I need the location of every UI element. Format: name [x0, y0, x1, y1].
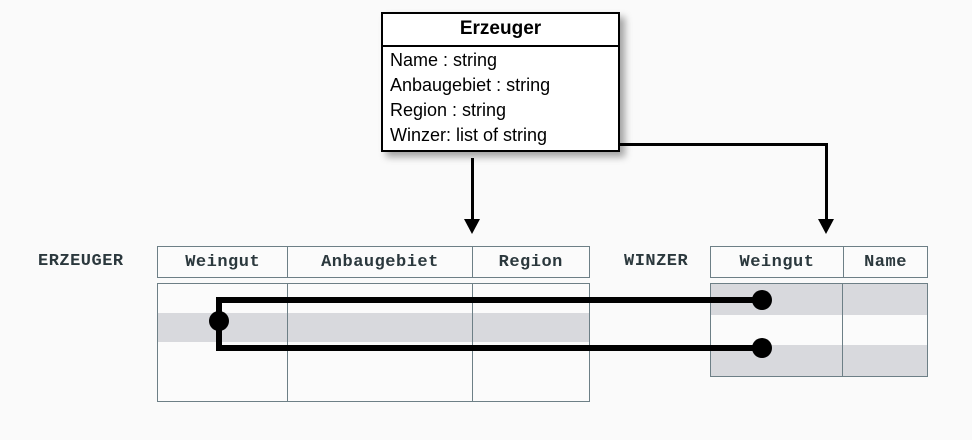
table-row — [711, 315, 927, 345]
connector-line-erzeuger-vertical — [471, 158, 474, 220]
table-cell — [843, 315, 925, 345]
column-header-weingut: Weingut — [158, 247, 289, 277]
table-cell — [158, 313, 288, 342]
fk-link-lower-horizontal — [216, 345, 762, 351]
uml-attribute: Anbaugebiet : string — [390, 75, 551, 95]
table-label-winzer: WINZER — [624, 252, 689, 271]
column-header-region: Region — [498, 252, 563, 272]
uml-attribute: Winzer: list of string — [390, 125, 548, 145]
fk-dot-winzer-row1 — [752, 290, 772, 310]
uml-class-title: Erzeuger — [383, 14, 618, 47]
table-cell — [158, 342, 288, 371]
table-winzer: Weingut Name — [710, 246, 928, 377]
table-label-erzeuger: ERZEUGER — [38, 252, 124, 271]
uml-attribute-list: Name : string Anbaugebiet : string Regio… — [383, 47, 618, 150]
column-header-name: Name — [864, 252, 907, 272]
uml-class-box-erzeuger: Erzeuger Name : string Anbaugebiet : str… — [381, 12, 620, 152]
uml-attribute: Region : string — [390, 100, 507, 120]
table-cell — [288, 371, 473, 401]
table-row — [158, 313, 589, 342]
uml-attribute: Name : string — [390, 50, 498, 70]
table-cell — [711, 345, 843, 376]
table-header-winzer: Weingut Name — [710, 246, 928, 278]
fk-link-upper-horizontal — [216, 297, 762, 303]
table-cell — [711, 315, 843, 345]
column-header-weingut: Weingut — [711, 247, 844, 277]
table-cell — [843, 284, 925, 315]
column-header-anbaugebiet: Anbaugebiet — [288, 247, 473, 277]
fk-dot-winzer-row3 — [752, 338, 772, 358]
table-cell — [288, 342, 473, 371]
table-row — [158, 342, 589, 371]
table-cell — [158, 371, 288, 401]
arrow-head-erzeuger — [464, 219, 480, 234]
table-cell — [288, 313, 473, 342]
arrow-head-winzer — [818, 219, 834, 234]
table-cell — [473, 371, 589, 401]
table-cell — [711, 284, 843, 315]
connector-line-winzer-stub — [604, 143, 828, 146]
fk-dot-erzeuger — [209, 311, 229, 331]
table-header-erzeuger: Weingut Anbaugebiet Region — [157, 246, 590, 278]
table-cell — [473, 313, 589, 342]
table-cell — [843, 345, 925, 376]
table-row — [158, 371, 589, 401]
connector-line-winzer-vertical — [825, 143, 828, 220]
